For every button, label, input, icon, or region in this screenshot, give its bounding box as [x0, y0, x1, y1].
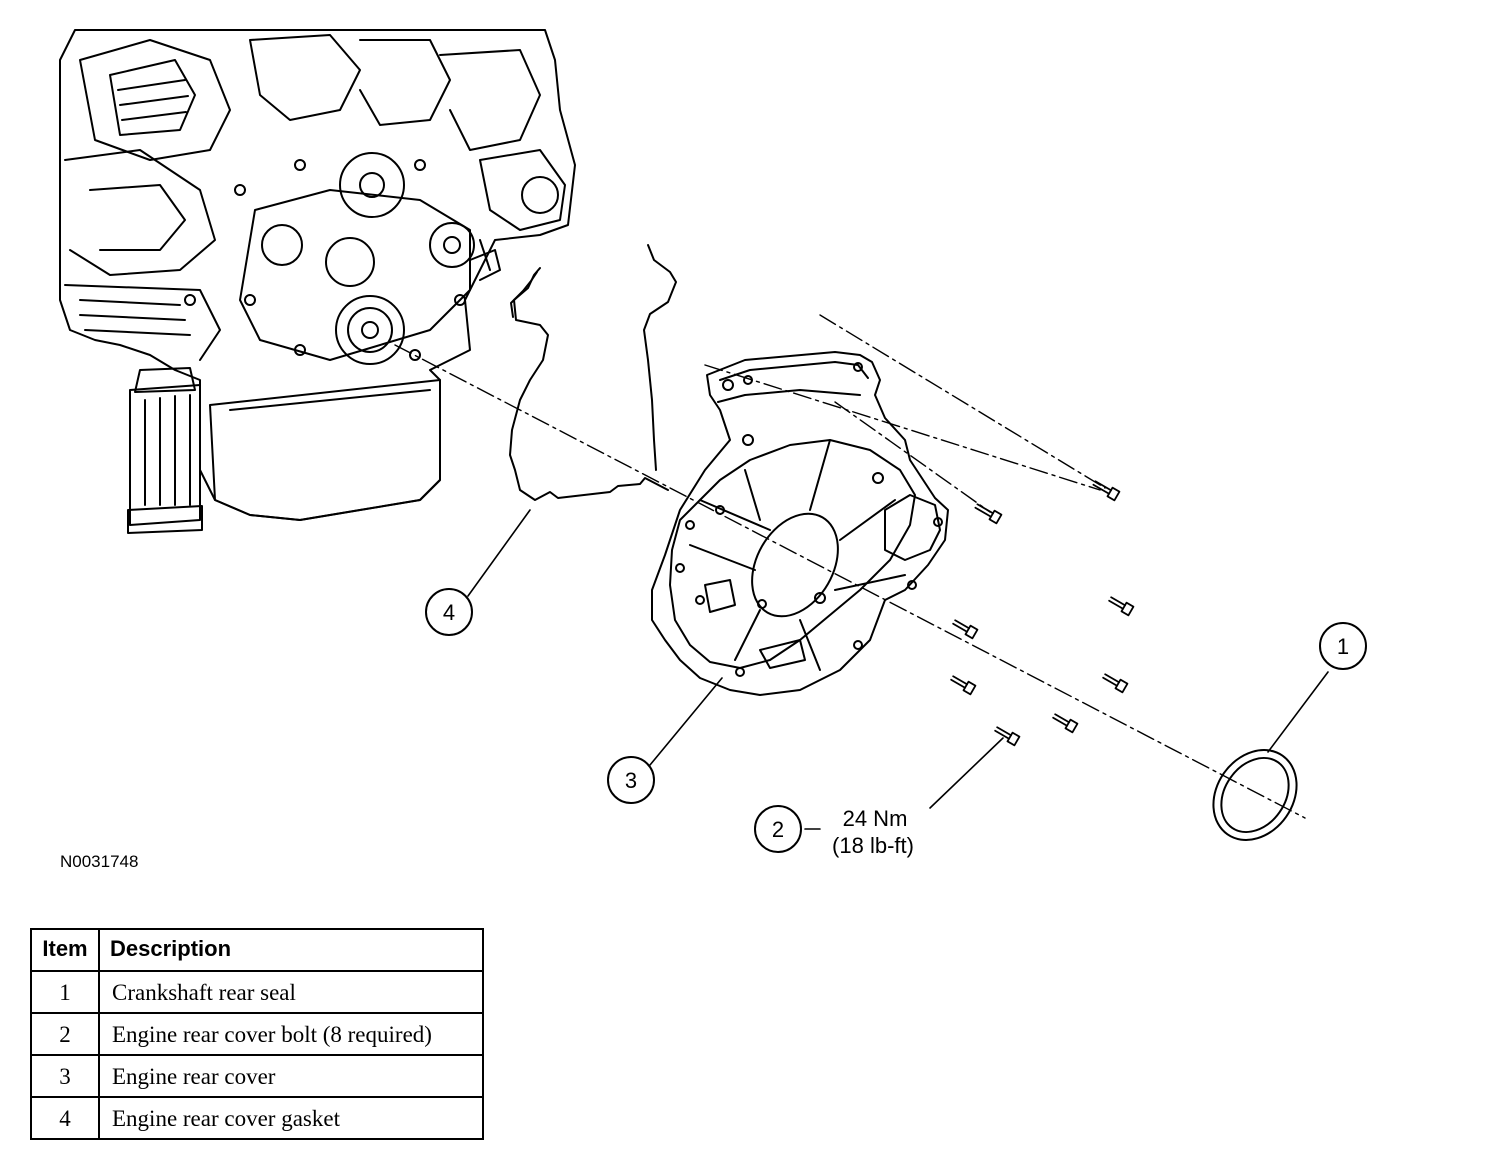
table-row: 1 Crankshaft rear seal [30, 970, 484, 1014]
legend-item-number: 4 [30, 1096, 100, 1140]
callout-number-1: 1 [1337, 634, 1349, 659]
bolt [950, 675, 977, 696]
legend-item-description: Crankshaft rear seal [98, 970, 484, 1014]
engine-rear-cover [651, 351, 949, 696]
legend-item-description: Engine rear cover [98, 1054, 484, 1098]
assembly-centerlines [394, 314, 1306, 819]
leader-lines [467, 509, 1329, 830]
callout-number-4: 4 [443, 600, 455, 625]
bolt [1102, 673, 1129, 694]
bolt [952, 619, 979, 640]
table-row: 2 Engine rear cover bolt (8 required) [30, 1012, 484, 1056]
callout-circle-3 [607, 756, 655, 804]
callout-circle-2 [754, 805, 802, 853]
exploded-view-diagram: 1 2 3 4 24 Nm (18 lb-ft) N0031748 [59, 29, 1367, 871]
legend-header-row: Item Description [30, 928, 484, 972]
engine-rear-cover-gasket [509, 267, 669, 501]
callout-circle-4 [425, 588, 473, 636]
bolt [1108, 596, 1135, 617]
dipstick-tube [643, 244, 677, 471]
bolt [1092, 480, 1121, 502]
crankshaft-rear-seal [1212, 749, 1298, 841]
bolt [1052, 713, 1079, 734]
bolt [994, 726, 1021, 747]
callout-number-3: 3 [625, 768, 637, 793]
legend-item-description: Engine rear cover gasket [98, 1096, 484, 1140]
legend-item-number: 3 [30, 1054, 100, 1098]
legend-header-description: Description [98, 928, 484, 972]
rear-cover-bolts [950, 480, 1135, 747]
torque-metric: 24 Nm [843, 806, 908, 831]
bolt [974, 503, 1003, 525]
table-row: 3 Engine rear cover [30, 1054, 484, 1098]
figure-id: N0031748 [60, 852, 138, 871]
torque-imperial: (18 lb-ft) [832, 833, 914, 858]
table-row: 4 Engine rear cover gasket [30, 1096, 484, 1140]
legend-header-item: Item [30, 928, 100, 972]
engine-block-illustration [59, 29, 576, 534]
legend-item-number: 1 [30, 970, 100, 1014]
legend-item-description: Engine rear cover bolt (8 required) [98, 1012, 484, 1056]
parts-legend-table: Item Description 1 Crankshaft rear seal … [30, 928, 484, 1140]
legend-item-number: 2 [30, 1012, 100, 1056]
callout-number-2: 2 [772, 817, 784, 842]
callout-circle-1 [1319, 622, 1367, 670]
